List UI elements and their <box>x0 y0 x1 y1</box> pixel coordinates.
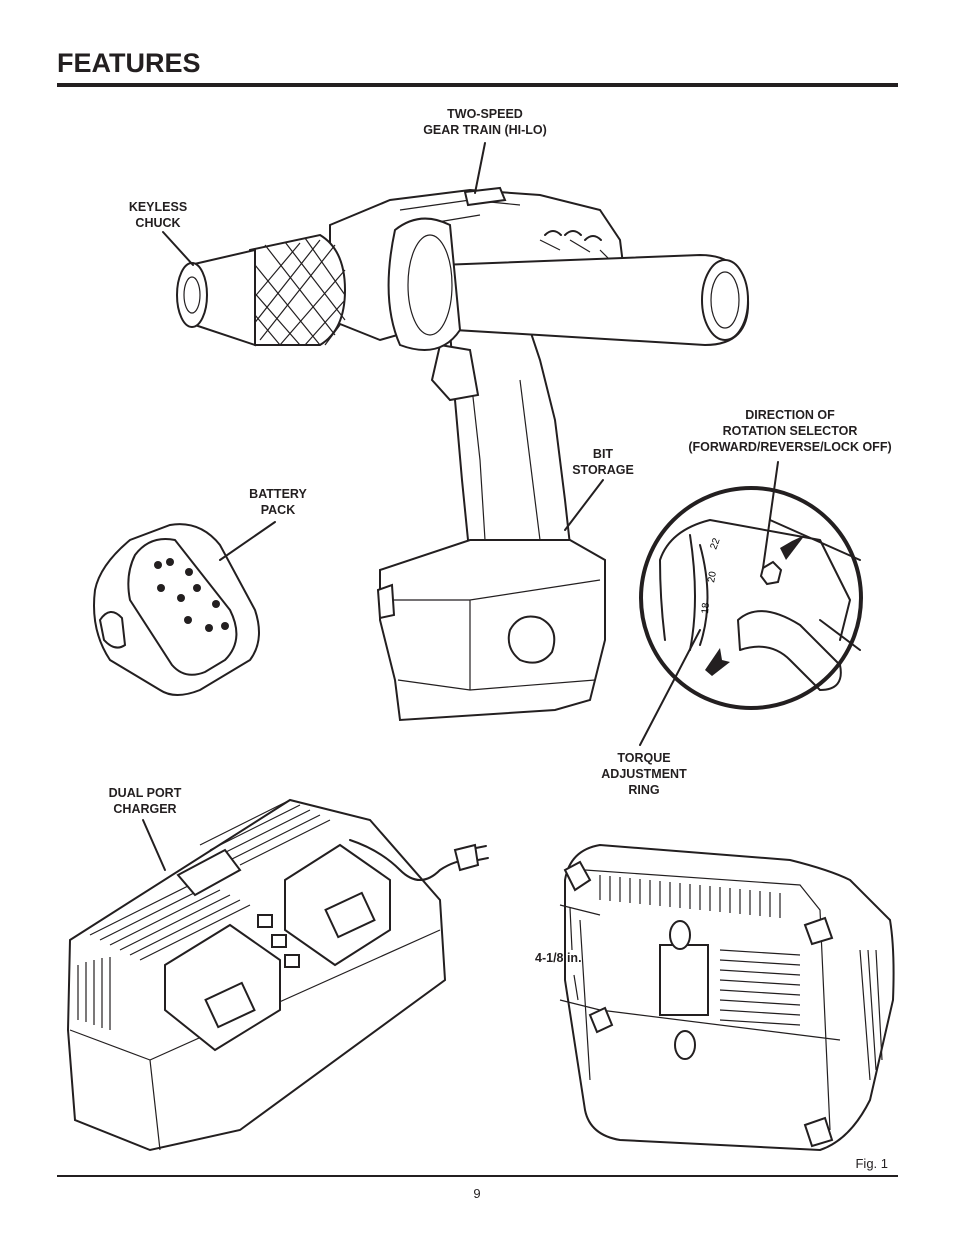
callout-torque-ring: TORQUE ADJUSTMENT RING <box>594 750 694 798</box>
title-rule <box>57 83 898 87</box>
leader-battery-pack <box>219 521 276 561</box>
callout-rotation-selector: DIRECTION OF ROTATION SELECTOR (FORWARD/… <box>670 407 910 455</box>
leader-keyless-chuck <box>162 231 194 266</box>
leader-lines <box>142 142 779 871</box>
callout-line: GEAR TRAIN (HI-LO) <box>423 123 547 137</box>
page-number: 9 <box>473 1186 481 1201</box>
callout-two-speed-gear-train: TWO-SPEED GEAR TRAIN (HI-LO) <box>410 106 560 138</box>
callout-keyless-chuck: KEYLESS CHUCK <box>108 199 208 231</box>
callout-line: DUAL PORT <box>108 786 182 800</box>
callout-line: BATTERY <box>249 487 307 501</box>
page-title: FEATURES <box>57 48 201 78</box>
dimension-label: 4-1/8 in. <box>535 951 582 965</box>
callout-bit-storage: BIT STORAGE <box>553 446 653 478</box>
callout-line: TWO-SPEED <box>447 107 523 121</box>
battery-pack-illustration <box>93 523 260 696</box>
figure-label: Fig. 1 <box>855 1156 888 1171</box>
leader-bit-storage <box>564 479 604 531</box>
callout-line: KEYLESS <box>128 200 188 214</box>
callout-line: BIT <box>592 447 614 461</box>
callout-line: TORQUE <box>617 751 671 765</box>
torque-mark-20: 20 <box>706 570 719 583</box>
leader-two-speed-gear-train <box>474 142 486 194</box>
torque-mark-22: 22 <box>708 536 722 551</box>
torque-mark-18: 18 <box>700 602 712 614</box>
leader-dual-port-charger <box>142 819 166 871</box>
drill-battery <box>379 539 606 722</box>
callout-line: (FORWARD/REVERSE/LOCK OFF) <box>688 440 892 454</box>
callout-line: CHARGER <box>113 802 177 816</box>
charger-bottom-illustration <box>559 843 895 1152</box>
charger-top-illustration <box>66 798 489 1152</box>
callout-line: CHUCK <box>135 216 181 230</box>
drill-illustration <box>176 186 750 722</box>
callout-line: PACK <box>260 503 296 517</box>
callout-line: ADJUSTMENT <box>601 767 687 781</box>
callout-line: ROTATION SELECTOR <box>722 424 858 438</box>
callout-line: RING <box>628 783 660 797</box>
callout-battery-pack: BATTERY PACK <box>228 486 328 518</box>
detail-inset: 22 20 18 <box>639 486 863 710</box>
callout-dual-port-charger: DUAL PORT CHARGER <box>95 785 195 817</box>
callout-line: STORAGE <box>572 463 634 477</box>
dimension-line <box>559 904 601 1011</box>
side-handle-collar <box>387 217 462 351</box>
callout-line: DIRECTION OF <box>745 408 835 422</box>
footer-rule <box>57 1175 898 1177</box>
drill-grip <box>448 298 572 562</box>
leader-rotation-selector <box>762 461 779 569</box>
leader-torque-ring <box>639 629 701 746</box>
drill-trigger <box>430 343 480 402</box>
